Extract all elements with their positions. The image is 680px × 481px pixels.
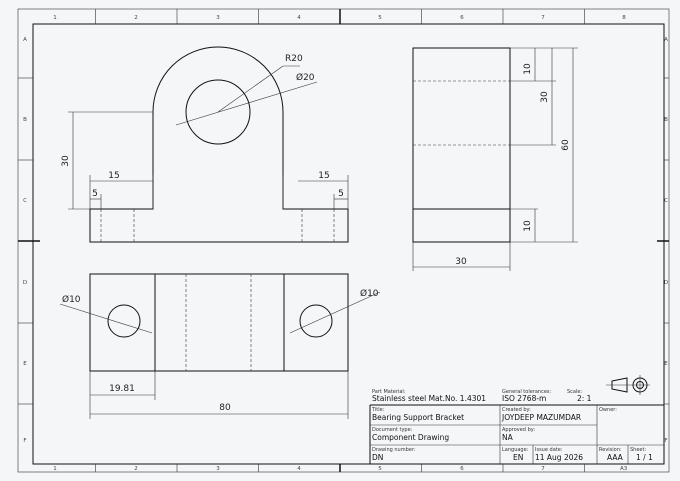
- dim-height-30: 30: [61, 155, 71, 167]
- issue-date-label: Issue date:: [535, 447, 563, 453]
- owner-label: Owner:: [599, 407, 617, 413]
- dim-hole-left: Ø10: [62, 294, 81, 305]
- document-type-label: Document type:: [372, 427, 413, 433]
- approved-by-value: NA: [502, 433, 514, 442]
- drawing-number-value: DN: [372, 453, 383, 462]
- zone-col-4-bottom: 4: [297, 466, 301, 472]
- zone-row-b-right: B: [664, 117, 668, 123]
- dim-width-15-left: 15: [108, 171, 119, 181]
- zone-row-e-right: E: [664, 361, 668, 367]
- side-view: 10 30 60 10 30: [412, 47, 578, 271]
- zone-col-5-top: 5: [378, 15, 382, 21]
- part-material-value: Stainless steel Mat.No. 1.4301: [372, 394, 486, 403]
- zone-row-e-left: E: [23, 361, 27, 367]
- projection-symbol-icon: [606, 375, 650, 395]
- dim-offset-19-81: 19.81: [109, 384, 135, 394]
- zone-row-f-left: F: [23, 438, 26, 444]
- dim-width-15-right: 15: [318, 171, 329, 181]
- zone-col-3-top: 3: [216, 15, 220, 21]
- zone-col-2-bottom: 2: [134, 466, 138, 472]
- dim-total-80: 80: [219, 403, 231, 413]
- zone-col-6-bottom: 6: [460, 466, 464, 472]
- top-view: Ø10 Ø10 19.81 80: [59, 273, 381, 419]
- top-view-hole-left: [107, 304, 141, 338]
- language-value: EN: [513, 453, 523, 462]
- centering-marks: [18, 9, 669, 472]
- issue-date-value: 11 Aug 2026: [535, 453, 583, 462]
- part-material-label: Part Material:: [372, 389, 406, 395]
- revision-label: Revision:: [599, 447, 622, 453]
- sheet-value: 1 / 1: [636, 453, 653, 462]
- zone-ticks: [18, 9, 669, 472]
- zone-row-c-right: C: [664, 198, 668, 204]
- dim-side-10-top: 10: [523, 63, 533, 75]
- dim-radius: R20: [285, 54, 303, 64]
- zone-col-5-bottom: 5: [378, 466, 382, 472]
- sheet-label: Sheet:: [630, 447, 646, 453]
- dim-width-5-left: 5: [92, 189, 98, 199]
- dim-width-5-right: 5: [338, 189, 344, 199]
- created-by-value: JOYDEEP MAZUMDAR: [501, 413, 581, 422]
- front-view-bore: [185, 79, 251, 145]
- language-label: Language:: [502, 447, 529, 453]
- drawing-number-label: Drawing number:: [372, 447, 416, 453]
- zone-col-4-top: 4: [297, 15, 301, 21]
- zone-col-6-top: 6: [460, 15, 464, 21]
- zone-col-3-bottom: 3: [216, 466, 220, 472]
- zone-row-d-left: D: [23, 280, 27, 286]
- dim-hole-front: Ø20: [296, 72, 315, 83]
- inner-border: [32, 23, 665, 465]
- general-tolerances-value: ISO 2768-m: [502, 394, 546, 403]
- zone-col-8-top: 8: [622, 15, 626, 21]
- dim-hole-right: Ø10: [360, 288, 379, 299]
- zone-col-1-bottom: 1: [53, 466, 57, 472]
- title-value: Bearing Support Bracket: [372, 413, 464, 422]
- dim-side-10-bottom: 10: [523, 220, 533, 232]
- dim-side-60: 60: [561, 139, 571, 151]
- outer-border: [17, 8, 670, 473]
- title-label: Title:: [371, 407, 385, 413]
- dim-side-30: 30: [540, 91, 550, 103]
- document-type-value: Component Drawing: [372, 433, 449, 442]
- approved-by-label: Approved by:: [502, 427, 535, 433]
- zone-col-7-top: 7: [541, 15, 545, 21]
- general-tolerances-label: General tolerances:: [502, 389, 551, 395]
- front-view: R20 Ø20 30 15 5 15 5: [61, 46, 349, 243]
- zone-row-a-left: A: [23, 37, 27, 43]
- scale-label: Scale:: [567, 389, 582, 395]
- zone-col-7-bottom: 7: [541, 466, 545, 472]
- revision-value: AAA: [607, 453, 624, 462]
- paper-size: A3: [620, 466, 628, 472]
- zone-col-1-top: 1: [53, 15, 57, 21]
- zone-row-d-right: D: [664, 280, 668, 286]
- zone-row-c-left: C: [23, 198, 27, 204]
- title-block: Part Material: Stainless steel Mat.No. 1…: [369, 389, 664, 472]
- scale-value: 2: 1: [577, 394, 592, 403]
- front-view-outline: [89, 46, 349, 243]
- zone-row-b-left: B: [23, 117, 27, 123]
- zone-row-f-right: F: [664, 438, 667, 444]
- top-view-outline: [89, 273, 349, 372]
- created-by-label: Created by:: [502, 407, 531, 413]
- top-view-hole-right: [299, 304, 333, 338]
- zone-row-a-right: A: [664, 37, 668, 43]
- dim-side-width-30: 30: [455, 257, 467, 267]
- zone-col-2-top: 2: [134, 15, 138, 21]
